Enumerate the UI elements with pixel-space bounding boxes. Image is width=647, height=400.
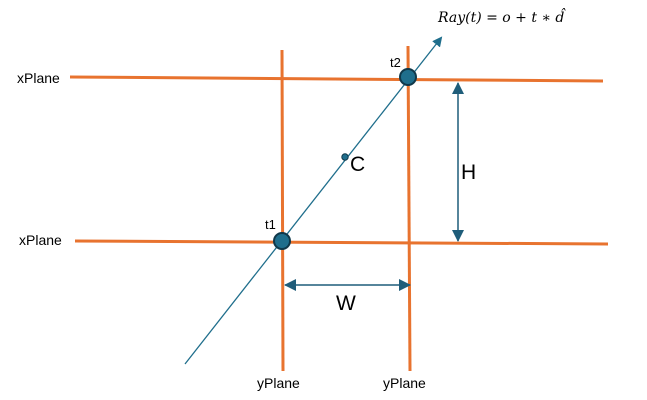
yplane-right-line (406, 45, 412, 372)
yplane-left-line (280, 49, 285, 372)
xplane-bottom-label: xPlane (19, 232, 62, 248)
xplane-bottom-line (74, 239, 609, 246)
center-point (341, 153, 349, 161)
width-label: W (336, 292, 356, 315)
intersection-point-t2 (399, 68, 417, 86)
height-label: H (461, 161, 476, 184)
yplane-right-label: yPlane (383, 375, 426, 391)
center-label: C (350, 153, 365, 176)
ray-line (184, 36, 443, 365)
yplane-left-label: yPlane (257, 375, 300, 391)
t1-label: t1 (265, 217, 276, 232)
xplane-top-line (69, 75, 604, 83)
t2-label: t2 (390, 55, 401, 70)
xplane-top-label: xPlane (17, 70, 60, 86)
intersection-point-t1 (273, 232, 291, 250)
ray-equation-label: Ray(t) = o + t ∗ d̂ (437, 7, 566, 26)
